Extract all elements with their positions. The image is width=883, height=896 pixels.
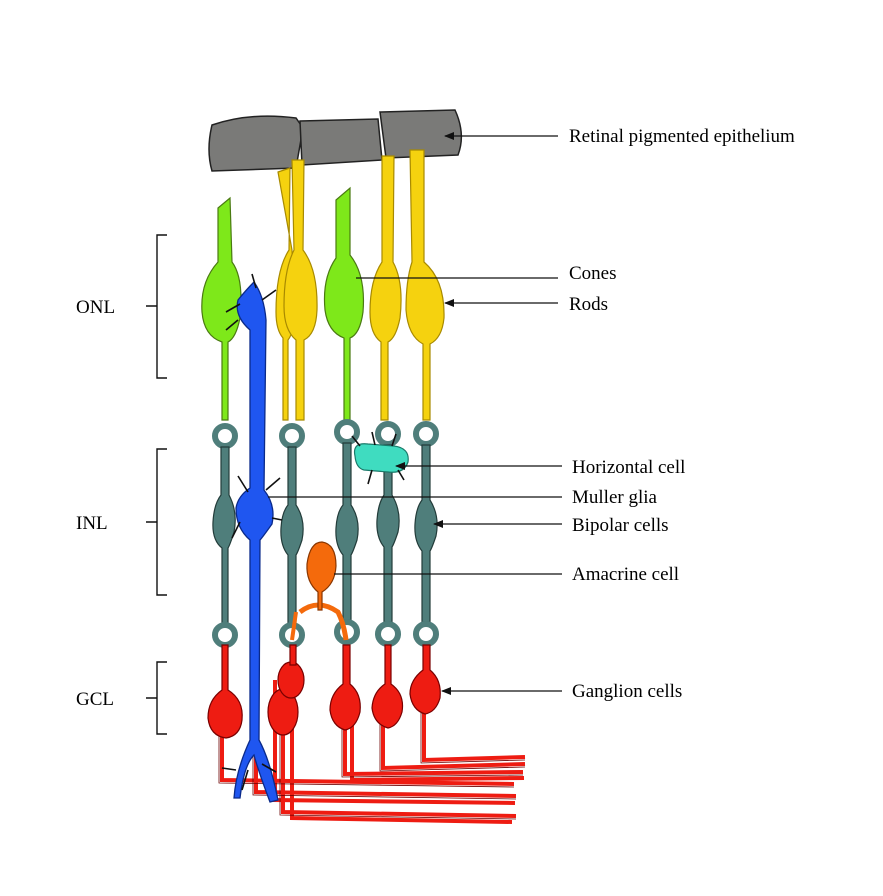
rod-cell xyxy=(283,159,318,421)
cone-cell xyxy=(201,196,242,421)
inl-bracket xyxy=(146,448,167,596)
rod-cell xyxy=(405,149,445,421)
cones-label: Cones xyxy=(569,263,617,284)
muller-glia xyxy=(221,273,283,803)
horizontal-label: Horizontal cell xyxy=(572,457,685,478)
muller-label: Muller glia xyxy=(572,487,658,508)
rod-cell xyxy=(369,155,402,421)
bipolar-cells xyxy=(212,419,439,648)
layer-brackets xyxy=(146,234,167,735)
ganglion-cells xyxy=(207,644,441,739)
bipolar-label: Bipolar cells xyxy=(572,515,669,536)
horizontal-cell xyxy=(351,431,409,485)
rpe-cell xyxy=(208,115,304,172)
leader-lines xyxy=(268,132,562,695)
rods-label: Rods xyxy=(569,294,608,315)
rpe-label: Retinal pigmented epithelium xyxy=(569,126,795,147)
rpe-cell xyxy=(299,118,383,166)
onl-bracket xyxy=(146,234,167,379)
ganglion-label: Ganglion cells xyxy=(572,681,682,702)
amacrine-label: Amacrine cell xyxy=(572,564,679,585)
onl-label: ONL xyxy=(76,297,115,318)
gcl-bracket xyxy=(146,661,167,735)
inl-label: INL xyxy=(76,513,108,534)
amacrine-cell xyxy=(290,541,349,641)
rod-cells xyxy=(275,149,445,421)
rpe-layer xyxy=(208,109,463,172)
gcl-label: GCL xyxy=(76,689,114,710)
cone-cell xyxy=(323,186,365,421)
